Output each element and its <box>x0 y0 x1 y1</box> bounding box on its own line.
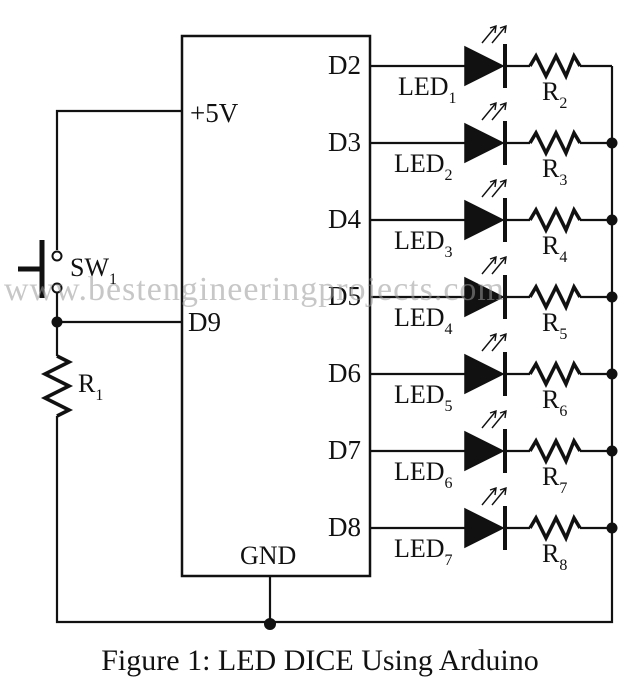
pin-label: D3 <box>328 127 361 157</box>
light-arrow-icon <box>481 178 497 198</box>
supply-wire <box>55 109 182 250</box>
pin-label: D6 <box>328 358 361 388</box>
led-diode <box>464 122 505 164</box>
light-arrow-icon <box>481 101 497 121</box>
switch-label: SW1 <box>70 253 117 288</box>
light-arrow-icon <box>481 255 497 275</box>
junction-dot <box>606 291 618 303</box>
junction-dot <box>606 445 618 457</box>
led-label: LED4 <box>394 303 453 338</box>
led-label: LED1 <box>398 72 457 107</box>
watermark-text: www.bestengineeringprojects.com <box>4 271 505 308</box>
resistor <box>528 128 582 158</box>
resistor <box>528 513 582 543</box>
resistor-label: R7 <box>542 462 567 497</box>
light-arrow-icon <box>491 24 507 44</box>
resistor-r1 <box>40 354 74 418</box>
led-label: LED7 <box>394 534 453 569</box>
light-arrow-icon <box>481 409 497 429</box>
push-button-switch <box>18 240 63 298</box>
junction-dot <box>606 522 618 534</box>
light-arrow-icon <box>491 486 507 506</box>
junction-dot <box>606 214 618 226</box>
figure-caption: Figure 1: LED DICE Using Arduino <box>101 644 538 677</box>
resistor <box>528 282 582 312</box>
led-diode <box>464 45 505 87</box>
arduino-board <box>180 34 372 578</box>
led-diode <box>464 276 505 318</box>
light-arrow-icon <box>481 332 497 352</box>
light-arrow-icon <box>491 409 507 429</box>
light-arrow-icon <box>481 24 497 44</box>
resistor-label: R2 <box>542 77 567 112</box>
pin-label: D4 <box>328 204 361 234</box>
resistor-label: R3 <box>542 154 567 189</box>
pin-label: D8 <box>328 512 361 542</box>
light-arrow-icon <box>491 178 507 198</box>
resistor <box>528 436 582 466</box>
resistor <box>528 51 582 81</box>
led-label: LED6 <box>394 457 453 492</box>
ground-return-wire <box>55 66 614 624</box>
led-diode <box>464 199 505 241</box>
junction-dot <box>606 137 618 149</box>
pin-label: D5 <box>328 281 361 311</box>
pin-label-gnd: GND <box>240 541 296 570</box>
light-arrow-icon <box>491 332 507 352</box>
led-diode <box>464 430 505 472</box>
junction-dot <box>606 368 618 380</box>
pin-label-5v: +5V <box>190 98 239 128</box>
led-diode <box>464 507 505 549</box>
pin-label: D2 <box>328 50 361 80</box>
resistor-r1-label: R1 <box>78 369 103 404</box>
resistor <box>528 205 582 235</box>
light-arrow-icon <box>491 255 507 275</box>
led-label: LED5 <box>394 380 453 415</box>
junction-dot-gnd <box>264 618 276 630</box>
led-label: LED2 <box>394 149 453 184</box>
resistor-label: R4 <box>542 231 567 266</box>
led-diode <box>464 353 505 395</box>
resistor-label: R6 <box>542 385 567 420</box>
light-arrow-icon <box>491 101 507 121</box>
led-label: LED3 <box>394 226 453 261</box>
resistor <box>528 359 582 389</box>
pin-label: D7 <box>328 435 361 465</box>
light-arrow-icon <box>481 486 497 506</box>
resistor-label: R5 <box>542 308 567 343</box>
pin-label-d9: D9 <box>188 307 221 337</box>
resistor-label: R8 <box>542 539 567 574</box>
